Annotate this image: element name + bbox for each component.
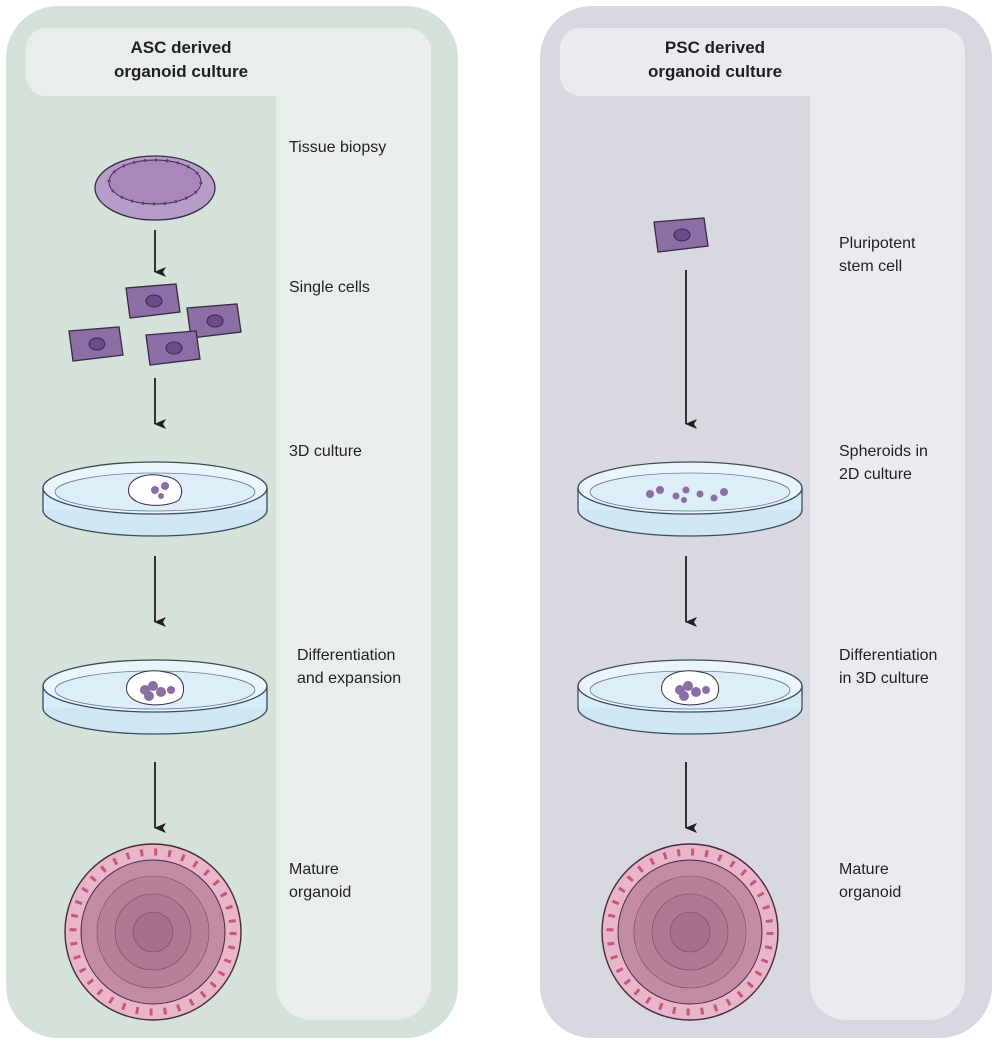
asc-step-mature-organoid: Mature organoid — [289, 858, 351, 904]
psc-panel-title: PSC derived organoid culture — [595, 36, 835, 84]
step-label-line2: stem cell — [839, 258, 903, 275]
organoid-icon — [602, 844, 778, 1020]
step-label-line1: Pluripotent — [839, 235, 916, 252]
organoid-icon — [65, 844, 241, 1020]
step-label-line2: 2D culture — [839, 466, 912, 483]
step-label-line1: Mature — [289, 861, 339, 878]
culture-dish-icon — [577, 659, 803, 735]
step-label-line1: 3D culture — [289, 443, 362, 460]
psc-step-spheroids: Spheroids in 2D culture — [839, 440, 928, 486]
asc-panel-title: ASC derived organoid culture — [61, 36, 301, 84]
step-label-line1: Mature — [839, 861, 889, 878]
asc-step-differentiation: Differentiation and expansion — [297, 644, 401, 690]
psc-step-pluripotent-stem-cell: Pluripotent stem cell — [839, 232, 916, 278]
asc-title-line2: organoid culture — [113, 62, 249, 81]
step-label-line1: Single cells — [289, 279, 370, 296]
psc-title-line2: organoid culture — [647, 62, 783, 81]
psc-step-differentiation: Differentiation in 3D culture — [839, 644, 937, 690]
psc-label-column — [810, 28, 965, 1020]
single-cell-icon — [145, 330, 201, 366]
asc-title-line1: ASC derived — [130, 38, 232, 57]
step-label-line1: Tissue biopsy — [289, 139, 387, 156]
culture-dish-icon — [577, 461, 803, 537]
step-label-line2: in 3D culture — [839, 670, 929, 687]
step-label-line2: organoid — [839, 884, 902, 901]
asc-step-3d-culture: 3D culture — [289, 440, 362, 463]
asc-step-single-cells: Single cells — [289, 276, 370, 299]
single-cell-icon — [68, 326, 124, 362]
step-label-line1: Spheroids in — [839, 443, 928, 460]
step-label-line1: Differentiation — [297, 647, 396, 664]
asc-step-tissue-biopsy: Tissue biopsy — [289, 136, 386, 159]
culture-dish-icon — [42, 461, 268, 537]
culture-dish-icon — [42, 659, 268, 735]
single-cell-icon — [125, 283, 181, 319]
psc-step-mature-organoid: Mature organoid — [839, 858, 901, 904]
tissue-biopsy-icon — [94, 155, 216, 221]
stem-cell-icon — [653, 217, 709, 253]
step-label-line1: Differentiation — [839, 647, 938, 664]
psc-title-box — [560, 28, 810, 96]
step-label-line2: organoid — [289, 884, 352, 901]
asc-title-box — [26, 28, 276, 96]
psc-title-line1: PSC derived — [664, 38, 766, 57]
asc-label-column — [276, 28, 431, 1020]
step-label-line2: and expansion — [297, 670, 402, 687]
